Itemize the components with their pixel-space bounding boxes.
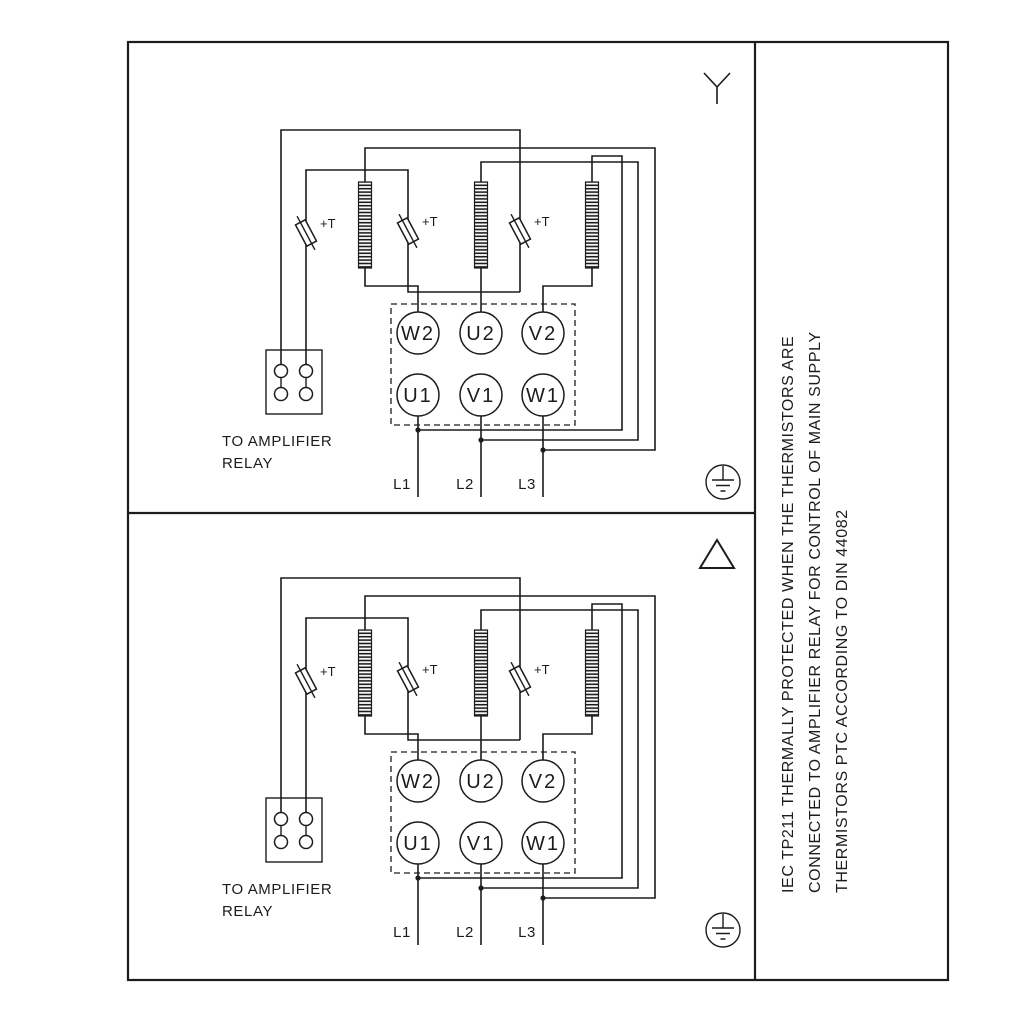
- outer-border: [126, 40, 950, 982]
- terminal-board-outline: [390, 751, 576, 874]
- relay-terminal: [273, 386, 289, 402]
- relay-terminal: [298, 811, 314, 827]
- frame: [126, 40, 950, 982]
- terminal-v2: [521, 311, 565, 355]
- relay-terminal: [273, 811, 289, 827]
- terminal-w2: [396, 759, 440, 803]
- terminal-label-u2: U2: [466, 771, 496, 793]
- thermistor-label: +T: [534, 662, 550, 677]
- thermistor-label: +T: [422, 214, 438, 229]
- winding-coil-3: [584, 629, 600, 717]
- supply-label-l2: L2: [456, 476, 474, 493]
- terminal-label-u2: U2: [466, 323, 496, 345]
- terminal-w1: [521, 373, 565, 417]
- terminal-label-u1: U1: [403, 833, 433, 855]
- junction-dot: [478, 437, 484, 443]
- relay-caption-line1: TO AMPLIFIER: [222, 433, 332, 450]
- winding-circuit-wires: [364, 595, 656, 899]
- supply-label-l1: L1: [393, 476, 411, 493]
- terminal-u2: [459, 311, 503, 355]
- panel-delta: +T +T +T TO AMPLIFIER RELAY W2 U2 V2 U1 …: [222, 538, 741, 948]
- thermistor-icon: [396, 661, 420, 697]
- relay-terminal: [273, 834, 289, 850]
- terminal-label-w1: W1: [526, 385, 560, 407]
- junction-dot: [415, 427, 421, 433]
- terminal-v2: [521, 759, 565, 803]
- thermistor-label: +T: [320, 216, 336, 231]
- terminal-u1: [396, 821, 440, 865]
- thermistor-icon: [508, 213, 532, 249]
- relay-terminal: [273, 363, 289, 379]
- sidebar-note-line3: THERMISTORS PTC ACCORDING TO DIN 44082: [834, 509, 851, 893]
- terminal-label-w2: W2: [401, 323, 435, 345]
- supply-label-l3: L3: [518, 924, 536, 941]
- thermistor-label: +T: [422, 662, 438, 677]
- supply-label-l1: L1: [393, 924, 411, 941]
- relay-box: [265, 797, 323, 863]
- terminal-u2: [459, 759, 503, 803]
- terminal-label-w1: W1: [526, 833, 560, 855]
- winding-coil-2: [473, 629, 489, 717]
- terminal-label-v1: V1: [467, 385, 495, 407]
- thermistor-icon: [396, 213, 420, 249]
- winding-coil-2: [473, 181, 489, 269]
- ground-icon: [705, 912, 741, 948]
- terminal-w2: [396, 311, 440, 355]
- relay-internal-links: [280, 825, 307, 836]
- terminal-board-outline: [390, 303, 576, 426]
- supply-label-l3: L3: [518, 476, 536, 493]
- relay-terminal: [298, 363, 314, 379]
- relay-caption-line2: RELAY: [222, 903, 273, 920]
- ground-icon: [705, 464, 741, 500]
- supply-label-l2: L2: [456, 924, 474, 941]
- junction-dot: [540, 447, 546, 453]
- thermistor-icon: [294, 663, 318, 699]
- terminal-label-v2: V2: [529, 771, 557, 793]
- relay-terminal: [298, 386, 314, 402]
- relay-caption-line2: RELAY: [222, 455, 273, 472]
- thermistor-label: +T: [320, 664, 336, 679]
- terminal-label-w2: W2: [401, 771, 435, 793]
- terminal-u1: [396, 373, 440, 417]
- thermistor-icon: [294, 215, 318, 251]
- relay-caption-line1: TO AMPLIFIER: [222, 881, 332, 898]
- delta-symbol-icon: [698, 538, 736, 569]
- panel-star: +T +T +T TO AMPLIFIER RELAY W2 U2 V2 U1 …: [222, 72, 741, 500]
- star-symbol-icon: [703, 72, 731, 104]
- terminal-label-v2: V2: [529, 323, 557, 345]
- winding-circuit-wires: [364, 147, 656, 451]
- junction-dot: [540, 895, 546, 901]
- winding-coil-3: [584, 181, 600, 269]
- junction-dot: [415, 875, 421, 881]
- thermistor-icon: [508, 661, 532, 697]
- winding-coil-1: [357, 629, 373, 717]
- relay-box: [265, 349, 323, 415]
- sidebar-note-line1: IEC TP211 THERMALLY PROTECTED WHEN THE T…: [780, 336, 797, 893]
- terminal-label-v1: V1: [467, 833, 495, 855]
- sidebar-note-line2: CONNECTED TO AMPLIFIER RELAY FOR CONTROL…: [807, 331, 824, 893]
- terminal-w1: [521, 821, 565, 865]
- junction-dot: [478, 885, 484, 891]
- sidebar-note: IEC TP211 THERMALLY PROTECTED WHEN THE T…: [780, 331, 851, 893]
- relay-terminal: [298, 834, 314, 850]
- winding-coil-1: [357, 181, 373, 269]
- terminal-v1: [459, 373, 503, 417]
- thermistor-label: +T: [534, 214, 550, 229]
- terminal-v1: [459, 821, 503, 865]
- relay-internal-links: [280, 377, 307, 388]
- terminal-label-u1: U1: [403, 385, 433, 407]
